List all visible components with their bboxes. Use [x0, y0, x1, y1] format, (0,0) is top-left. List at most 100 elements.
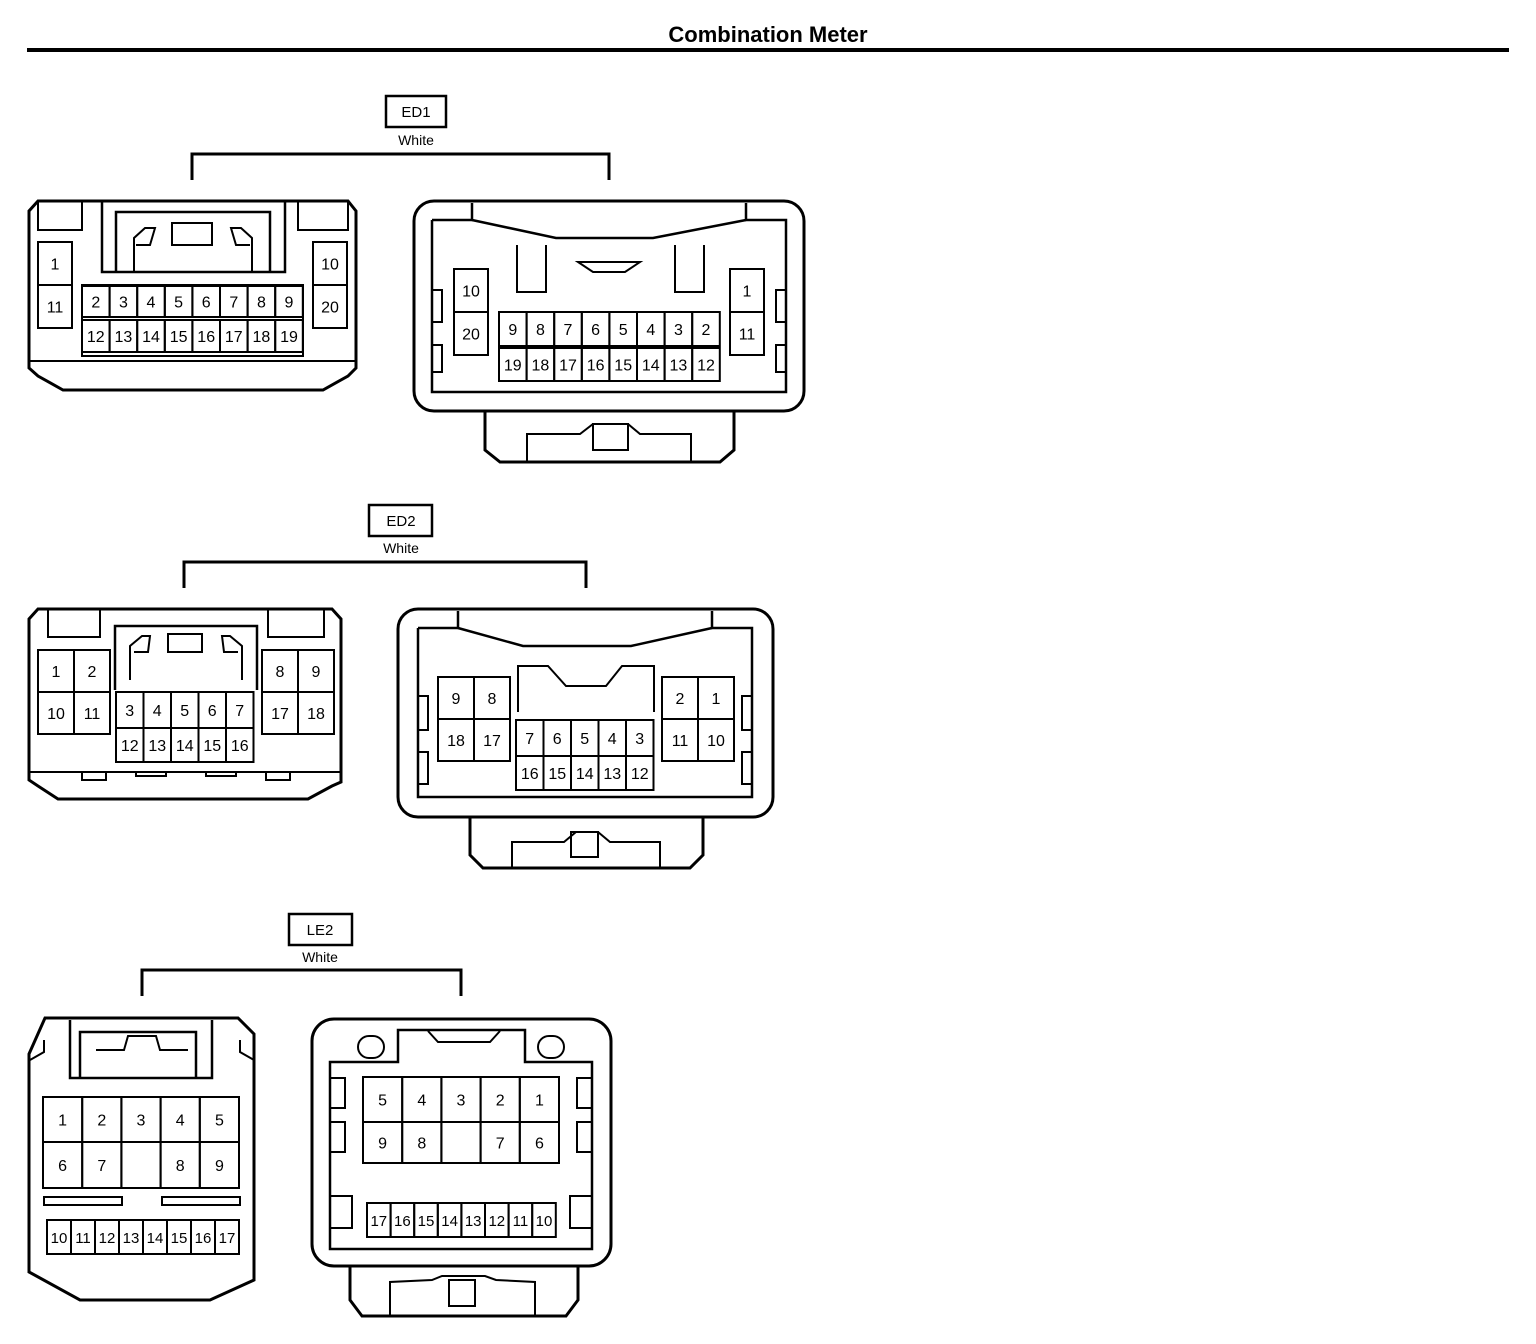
- ed1-right-pin-number: 9: [508, 322, 517, 339]
- le2-left-pin-cavity: [198, 1141, 241, 1189]
- ed1-left-pin-number: 9: [285, 295, 294, 312]
- ed2-left-pin-number: 11: [84, 706, 101, 723]
- le2-right-pin-number: 12: [488, 1213, 505, 1230]
- ed2-left-pin-number: 8: [276, 664, 285, 681]
- ed2-right-pin-number: 16: [521, 766, 539, 783]
- ed2-color: White: [383, 540, 419, 556]
- le2-right-pin-number: 4: [417, 1093, 426, 1110]
- ed1-left-pin-cavity: [274, 285, 304, 318]
- le2-code: LE2: [307, 922, 334, 939]
- le2-right-pin-number: 15: [418, 1213, 435, 1230]
- ed1-right-pin-number: 4: [646, 322, 655, 339]
- ed1-right-pin-number: 3: [674, 322, 683, 339]
- ed1-right-pin-number: 16: [587, 358, 605, 375]
- ed2-right-pin-number: 4: [608, 731, 617, 748]
- ed2-left-pin-number: 15: [203, 738, 221, 755]
- ed1-label-box: [384, 94, 448, 129]
- le2-right-pin-number: 1: [535, 1093, 544, 1110]
- ed2-left-pin-number: 9: [312, 664, 321, 681]
- le2-bracket: [140, 968, 463, 996]
- le2-left-pin-number: 17: [219, 1230, 236, 1247]
- ed2-right-pin-number: 18: [447, 733, 465, 750]
- le2-right-pin-number: 6: [535, 1136, 544, 1153]
- ed1-right-pin-number: 6: [591, 322, 600, 339]
- ed2-right-pin-number: 11: [672, 733, 689, 750]
- ed1-right-pin-number: 14: [642, 358, 660, 375]
- title-rule: [27, 48, 1509, 52]
- ed2-left-pin-number: 4: [153, 703, 162, 720]
- ed1-right-pin-number: 1: [743, 284, 752, 301]
- ed2-left-connector: [27, 607, 343, 801]
- ed1-left-pin-number: 13: [115, 329, 133, 346]
- ed1-right-pin-number: 10: [462, 284, 480, 301]
- ed2-right-pin-number: 17: [483, 733, 501, 750]
- le2-left-pin-number: 3: [137, 1113, 146, 1130]
- le2-left-pin-number: 10: [51, 1230, 68, 1247]
- ed2-right-pin-number: 14: [576, 766, 594, 783]
- ed2-right-pin-number: 8: [488, 691, 497, 708]
- ed1-right-pin-number: 20: [462, 327, 480, 344]
- le2-left-pin-cavity: [214, 1219, 240, 1255]
- le2-right-pin-number: 16: [394, 1213, 411, 1230]
- ed1-right-pin-number: 7: [564, 322, 573, 339]
- ed2-left-pin-number: 2: [88, 664, 97, 681]
- ed2-left-pin-number: 7: [235, 703, 244, 720]
- ed2-left-pin-number: 14: [176, 738, 194, 755]
- le2-left-pin-number: 12: [99, 1230, 116, 1247]
- le2-right-pin-number: 10: [536, 1213, 553, 1230]
- le2-right-pin-cavity: [440, 1121, 482, 1164]
- ed1-right-pin-number: 2: [702, 322, 711, 339]
- ed1-right-pin-cavity: [691, 347, 721, 382]
- ed2-left-pin-cavity: [297, 691, 335, 735]
- le2-left-pin-number: 8: [176, 1158, 185, 1175]
- ed1-left-pin-number: 18: [253, 329, 271, 346]
- le2-left-pin-number: 11: [75, 1230, 91, 1247]
- le2-left-pin-cavity: [120, 1141, 162, 1189]
- ed2-right-pin-number: 13: [603, 766, 621, 783]
- ed1-right-pin-number: 5: [619, 322, 628, 339]
- ed1-left-pin-number: 12: [87, 329, 105, 346]
- ed1-left-pin-number: 15: [170, 329, 188, 346]
- le2-left-pin-number: 1: [58, 1113, 67, 1130]
- ed1-left-pin-number: 14: [142, 329, 160, 346]
- ed1-right-connector: [412, 199, 806, 464]
- ed1-right-pin-number: 18: [532, 358, 550, 375]
- ed1-right-pin-cavity: [729, 311, 765, 356]
- ed1-right-pin-number: 17: [559, 358, 577, 375]
- ed1-left-pin-number: 2: [91, 295, 100, 312]
- ed1-left-pin-cavity: [274, 319, 304, 353]
- ed1-left-pin-number: 8: [257, 295, 266, 312]
- le2-left-pin-number: 7: [97, 1158, 106, 1175]
- le2-right-pin-number: 5: [378, 1093, 387, 1110]
- le2-right-pin-number: 14: [441, 1213, 458, 1230]
- le2-left-pin-number: 9: [215, 1158, 224, 1175]
- le2-right-pin-number: 13: [465, 1213, 482, 1230]
- ed2-bracket: [182, 560, 588, 588]
- ed1-right-pin-cavity: [453, 311, 489, 356]
- ed2-left-pin-number: 13: [148, 738, 166, 755]
- ed2-left-pin-number: 18: [307, 706, 325, 723]
- ed2-right-pin-number: 7: [525, 731, 534, 748]
- ed1-color: White: [398, 132, 434, 148]
- ed2-left-pin-number: 17: [271, 706, 289, 723]
- le2-left-pin-number: 4: [176, 1113, 185, 1130]
- le2-left-pin-number: 16: [195, 1230, 212, 1247]
- ed2-right-connector: [396, 607, 775, 870]
- ed2-left-pin-number: 16: [231, 738, 249, 755]
- ed1-right-pin-number: 19: [504, 358, 522, 375]
- le2-left-connector: [27, 1016, 256, 1302]
- ed2-left-pin-number: 6: [208, 703, 217, 720]
- ed2-left-pin-number: 12: [121, 738, 139, 755]
- le2-left-pin-number: 6: [58, 1158, 67, 1175]
- le2-right-pin-number: 17: [370, 1213, 387, 1230]
- ed1-bracket: [190, 152, 611, 180]
- ed1-left-pin-number: 20: [321, 300, 339, 317]
- ed1-left-pin-number: 4: [147, 295, 156, 312]
- le2-right-connector: [310, 1017, 613, 1318]
- le2-label-box: [287, 912, 354, 947]
- le2-left-pin-number: 14: [147, 1230, 164, 1247]
